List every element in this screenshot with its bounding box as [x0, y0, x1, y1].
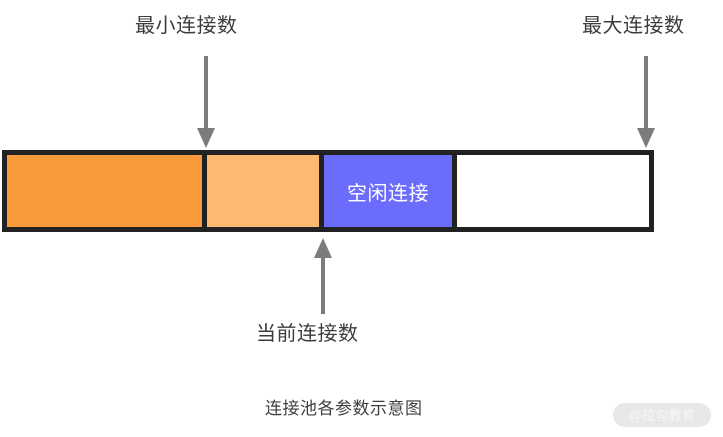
label-min-connections: 最小连接数 [135, 15, 238, 37]
watermark-badge: @拉勾教育 [613, 403, 711, 427]
connection-pool-bar: 空闲连接 [2, 150, 654, 232]
down-arrow-icon-max [637, 56, 655, 148]
segment-available-capacity [457, 155, 649, 227]
segment-active-connections [7, 155, 207, 227]
down-arrow-icon-min [197, 56, 215, 148]
label-max-connections: 最大连接数 [582, 15, 685, 37]
segment-idle-connections-label: 空闲连接 [347, 182, 429, 205]
label-current-connections: 当前连接数 [256, 323, 359, 345]
figure-caption: 连接池各参数示意图 [265, 399, 423, 418]
segment-idle-connections: 空闲连接 [324, 155, 457, 227]
watermark-text: @拉勾教育 [628, 407, 696, 423]
segment-in-use-connections [207, 155, 324, 227]
up-arrow-icon-current [314, 238, 332, 314]
